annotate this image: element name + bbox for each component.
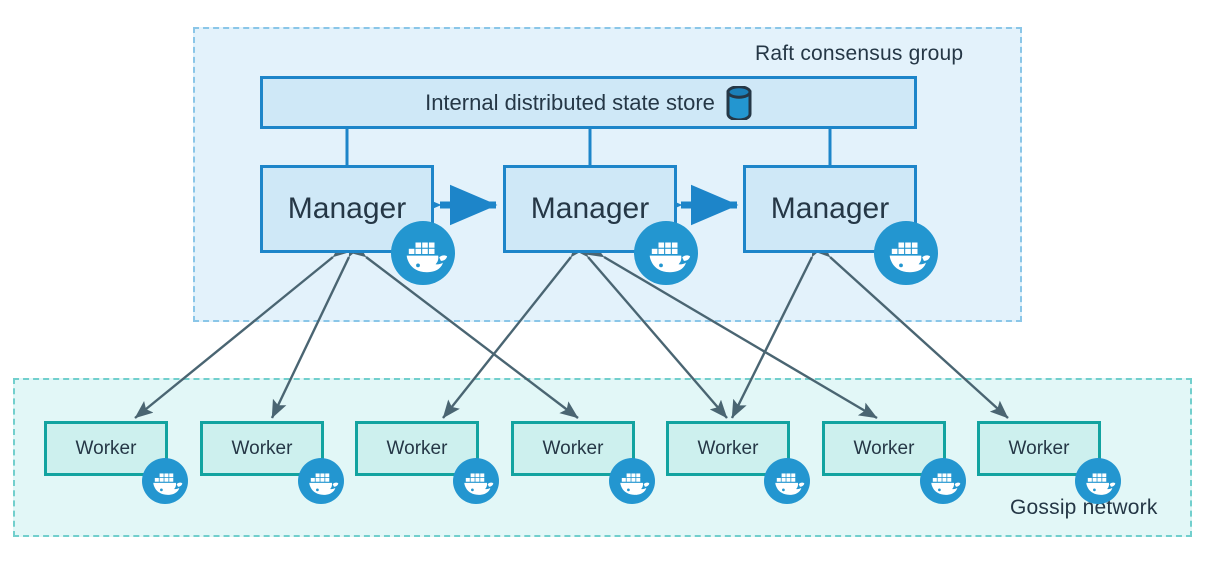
worker-node-5-label: Worker <box>697 437 759 459</box>
manager-node-2-label: Manager <box>530 192 650 225</box>
docker-whale-icon <box>764 458 810 504</box>
database-cylinder-icon <box>726 84 752 121</box>
worker-node-4-label: Worker <box>542 437 604 459</box>
docker-whale-icon <box>634 221 698 285</box>
docker-whale-icon <box>453 458 499 504</box>
worker-node-6-label: Worker <box>853 437 915 459</box>
group-gossip-network-label: Gossip network <box>1010 496 1158 519</box>
manager-node-3-label: Manager <box>770 192 890 225</box>
worker-node-2-label: Worker <box>231 437 293 459</box>
internal-state-store-box[interactable]: Internal distributed state store <box>260 76 917 129</box>
docker-whale-icon <box>391 221 455 285</box>
docker-whale-icon <box>920 458 966 504</box>
worker-node-3-label: Worker <box>386 437 448 459</box>
docker-whale-icon <box>609 458 655 504</box>
worker-node-7-label: Worker <box>1008 437 1070 459</box>
docker-whale-icon <box>1075 458 1121 504</box>
docker-whale-icon <box>874 221 938 285</box>
manager-node-1-label: Manager <box>287 192 407 225</box>
docker-whale-icon <box>142 458 188 504</box>
docker-whale-icon <box>298 458 344 504</box>
group-raft-consensus-label: Raft consensus group <box>755 42 964 65</box>
worker-node-1[interactable]: Worker <box>44 421 168 476</box>
worker-node-1-label: Worker <box>75 437 137 459</box>
internal-state-store-label: Internal distributed state store <box>425 89 715 115</box>
